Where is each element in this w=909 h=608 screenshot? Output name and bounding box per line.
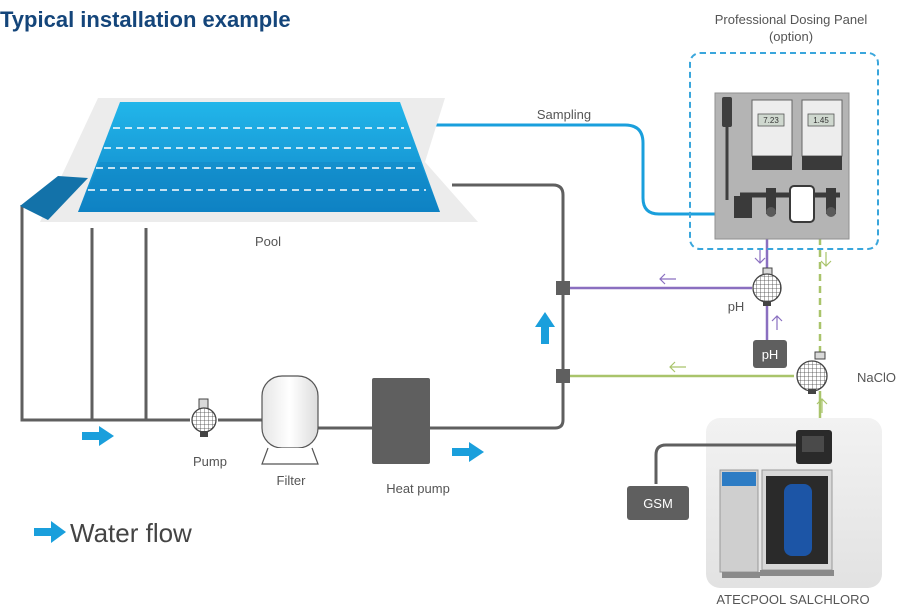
redox-controller: 1.45 — [801, 99, 843, 170]
pump-label: Pump — [193, 454, 227, 469]
ph-down-arrow-icon — [754, 250, 766, 264]
salt-chlorinator-label: ATECPOOL SALCHLORO — [716, 592, 869, 607]
ph-dosing-pump — [752, 267, 782, 306]
pool — [20, 98, 478, 222]
ph-line — [563, 238, 769, 343]
page-title: Typical installation example — [0, 7, 291, 32]
flow-arrow-up-icon — [535, 312, 555, 344]
heat-pump — [372, 378, 430, 464]
dosing-panel: 7.23 1.45 — [714, 92, 850, 240]
ph-pump-label: pH — [728, 299, 745, 314]
ph-controller: 7.23 — [751, 99, 793, 170]
filter-label: Filter — [277, 473, 307, 488]
flow-arrow-icon — [82, 426, 114, 446]
gsm-module: GSM — [627, 486, 689, 520]
naclo-down-arrow-icon — [820, 252, 832, 267]
flow-arrow-icon — [452, 442, 484, 462]
water-flow-arrow-icon — [34, 521, 66, 543]
pump — [191, 398, 217, 437]
dosing-panel-title: Professional Dosing Panel — [715, 12, 868, 27]
sampling-pipe — [413, 123, 730, 216]
pool-label: Pool — [255, 234, 281, 249]
filter — [261, 375, 319, 465]
naclo-direction-arrow-icon — [669, 361, 686, 373]
water-flow-legend-label: Water flow — [70, 518, 192, 548]
ph-tank: pH — [753, 340, 787, 368]
heat-pump-label: Heat pump — [386, 481, 450, 496]
junction-ph — [556, 281, 570, 295]
gsm-label: GSM — [643, 496, 673, 511]
gsm-cable — [654, 443, 796, 484]
ph-display-value: 7.23 — [763, 116, 779, 125]
dosing-panel-subtitle: (option) — [769, 29, 813, 44]
naclo-line — [563, 238, 822, 425]
redox-display-value: 1.45 — [813, 116, 829, 125]
legend-water-flow: Water flow — [34, 518, 192, 548]
naclo-dosing-pump — [796, 351, 828, 394]
ph-tank-label: pH — [762, 347, 779, 362]
dosing-panel-dashed-frame — [689, 52, 879, 250]
main-pipe-loop — [20, 183, 565, 430]
naclo-label: NaClO — [857, 370, 896, 385]
junction-naclo — [556, 369, 570, 383]
salt-chlorinator — [706, 418, 882, 588]
sampling-label: Sampling — [537, 107, 591, 122]
ph-up-arrow-icon — [771, 315, 783, 330]
ph-direction-arrow-icon — [659, 273, 676, 285]
naclo-up-arrow-icon — [816, 398, 828, 413]
